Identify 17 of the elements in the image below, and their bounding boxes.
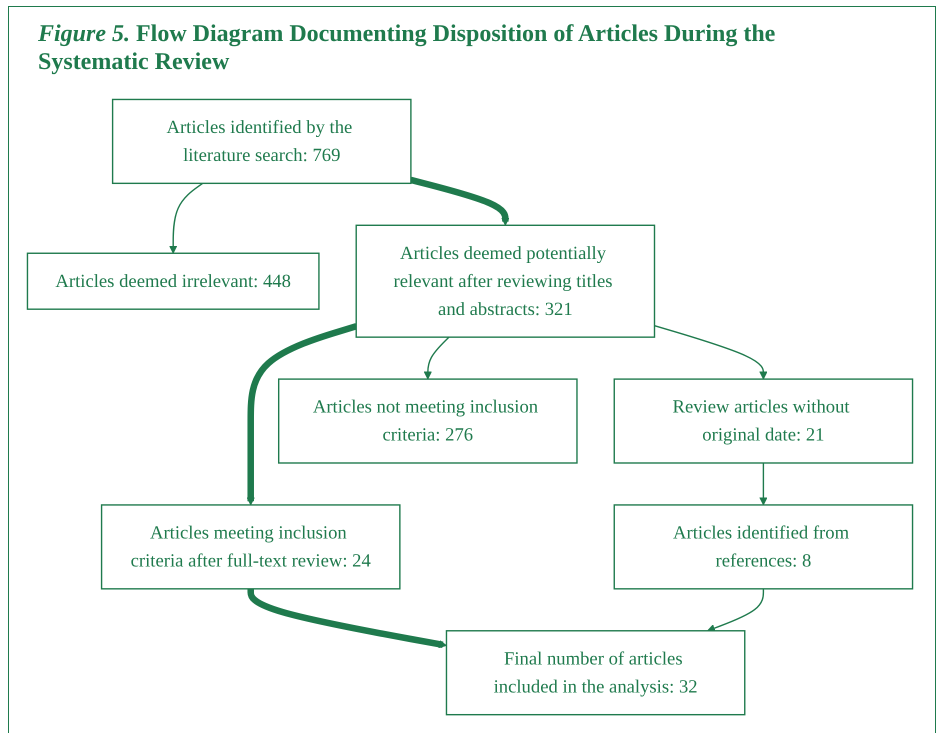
node-box: Articles deemed irrelevant: 448: [26, 252, 320, 310]
arrow: [410, 176, 510, 226]
node-box: Articles meeting inclusion criteria after full-text review: 24: [100, 504, 401, 590]
arrow: [247, 588, 447, 648]
node-box: Final number of articles included in the analysis: 32: [446, 630, 746, 716]
arrow: [169, 182, 204, 254]
node-box: Articles deemed potentially relevant after reviewing titles and abstracts: 321: [356, 224, 656, 338]
arrow: [707, 588, 764, 632]
figure-title: Figure 5. Flow Diagram Documenting Disposition of Articles During the Systematic Review: [38, 20, 776, 76]
node-box: Articles identified by the literature search: 769: [112, 98, 412, 184]
arrow: [424, 336, 450, 380]
arrow: [759, 463, 768, 506]
node-box: Review articles without original date: 21: [614, 378, 914, 464]
arrow: [246, 323, 358, 506]
node-box: Articles identified from references: 8: [614, 504, 914, 590]
arrow: [654, 325, 768, 380]
node-box: Articles not meeting inclusion criteria: 276: [278, 378, 578, 464]
